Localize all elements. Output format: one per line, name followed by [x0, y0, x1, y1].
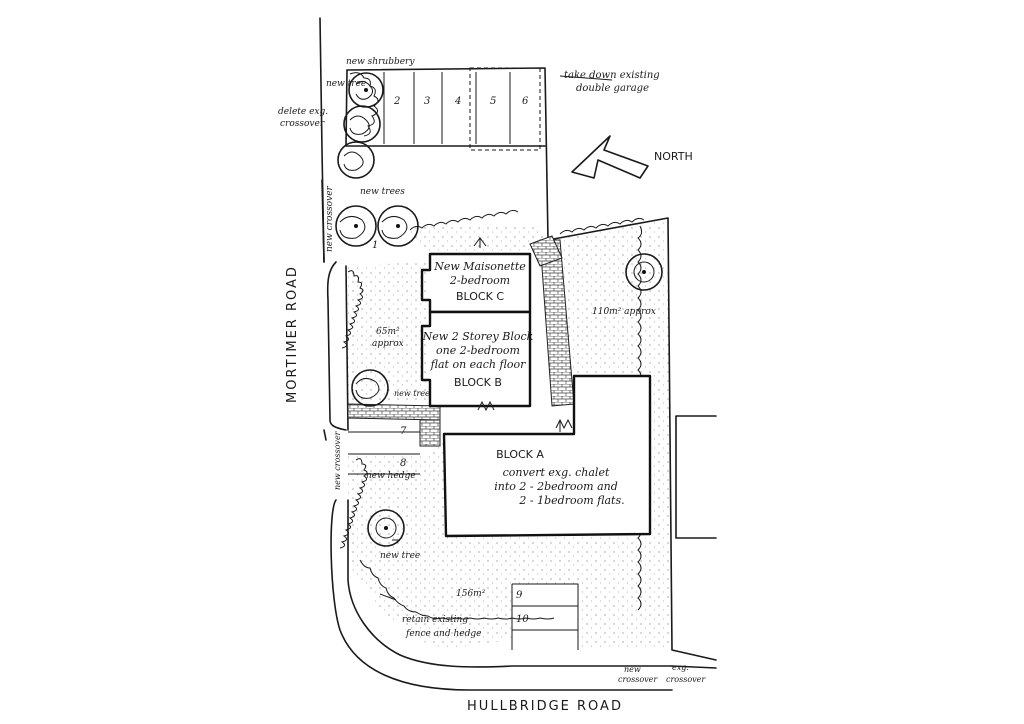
- note-retain-1: retain existing: [402, 615, 468, 625]
- block-c-name: BLOCK C: [456, 290, 504, 303]
- parking-number-4: 4: [454, 96, 461, 107]
- shrub-top-marker: [473, 237, 487, 248]
- note-new-shrubbery: new shrubbery: [346, 57, 415, 67]
- mortimer-road-edge: [319, 17, 327, 441]
- tree-new-1: [335, 205, 377, 247]
- note-new-crossover-bottom-2: crossover: [618, 675, 658, 684]
- note-take-down-1: take down existing: [564, 70, 660, 81]
- parking-number-5: 5: [490, 96, 496, 107]
- hullbridge-road-label: HULLBRIDGE ROAD: [467, 699, 623, 714]
- north-label: NORTH: [654, 150, 693, 163]
- tree-right: [625, 253, 663, 291]
- tree-mid: [351, 369, 389, 407]
- note-new-crossover-mid: new crossover: [333, 430, 342, 490]
- block-a-name: BLOCK A: [496, 448, 544, 461]
- note-new-tree-mid: new tree: [394, 389, 430, 398]
- note-delete-1: delete exg.: [278, 107, 328, 117]
- tree-bottom: [367, 509, 405, 547]
- tree-top-2: [343, 105, 381, 143]
- block-c-line1: New Maisonette: [433, 260, 526, 273]
- block-a-line3: 2 - 1bedroom flats.: [518, 494, 624, 507]
- note-take-down-2: double garage: [576, 83, 649, 94]
- block-b-line2: one 2-bedroom: [436, 344, 520, 357]
- site-boundary: [326, 67, 717, 691]
- block-b-name: BLOCK B: [454, 376, 502, 389]
- area-right: 110m² approx: [592, 307, 656, 317]
- parking-number-3: 3: [424, 96, 430, 107]
- block-c-outline: [420, 252, 532, 314]
- block-b-outline: [420, 310, 532, 408]
- tree-new-2: [377, 205, 419, 247]
- parking-number-9: 9: [516, 590, 523, 601]
- mortimer-road-label: MORTIMER ROAD: [285, 265, 300, 403]
- note-exg-crossover-2: crossover: [666, 675, 706, 684]
- block-b-line1: New 2 Storey Block: [422, 330, 534, 343]
- parking-number-7: 7: [400, 426, 407, 437]
- garden-areas: [346, 220, 670, 650]
- note-exg-crossover-1: exg.: [672, 663, 689, 672]
- block-a-line2: into 2 - 2bedroom and: [494, 480, 618, 493]
- parking-number-1: 1: [372, 240, 378, 251]
- trees: [335, 72, 663, 547]
- block-c-line2: 2-bedroom: [449, 274, 510, 287]
- note-new-crossover-bottom-1: new: [624, 665, 641, 674]
- paths: [347, 235, 575, 447]
- tree-top-3: [337, 141, 375, 179]
- area-left-approx: approx: [372, 339, 404, 349]
- parking-lower: [348, 431, 579, 650]
- note-new-crossover-left: new crossover: [325, 185, 335, 252]
- area-bottom: 156m²: [456, 589, 486, 599]
- block-b-line3: flat on each floor: [430, 358, 526, 371]
- note-new-trees: new trees: [360, 187, 405, 197]
- note-new-hedge: new hedge: [366, 471, 416, 481]
- note-new-tree-bottom: new tree: [380, 551, 420, 561]
- note-delete-2: crossover: [280, 119, 325, 129]
- parking-top: [383, 67, 541, 151]
- parking-number-10: 10: [516, 614, 529, 625]
- note-retain-2: fence and hedge: [405, 629, 481, 639]
- north-arrow: [571, 135, 649, 179]
- parking-number-6: 6: [522, 96, 529, 107]
- parking-number-8: 8: [400, 458, 406, 469]
- block-a-line1: convert exg. chalet: [503, 466, 610, 479]
- area-left: 65m²: [376, 327, 400, 337]
- entrance-markers: [477, 400, 573, 432]
- note-new-tree-top: new tree: [326, 79, 366, 89]
- parking-number-2: 2: [393, 96, 400, 107]
- leader-lines: [379, 75, 613, 601]
- block-a-outline: [442, 374, 652, 538]
